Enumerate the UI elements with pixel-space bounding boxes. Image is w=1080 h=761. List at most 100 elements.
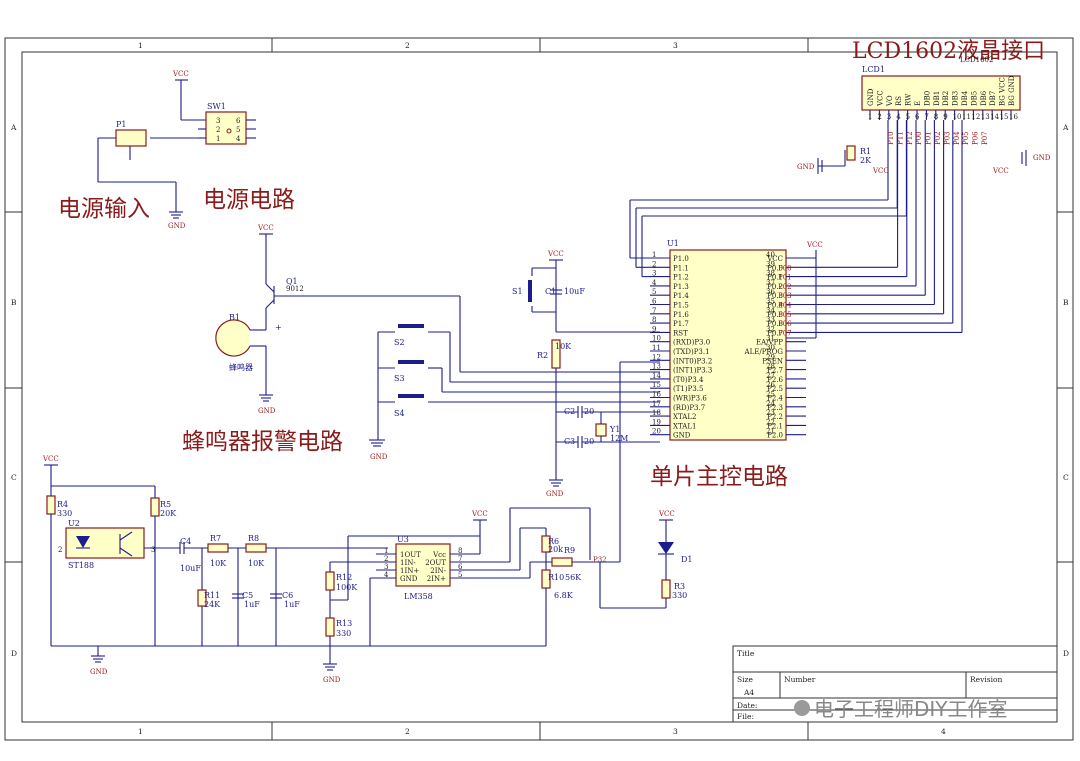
svg-text:3: 3 — [216, 117, 220, 125]
lcd-connector: LCD1 LCD1602 GND1VCC2VO3RS4RW5E6DB07DB18… — [797, 56, 1051, 175]
svg-text:VCC: VCC — [658, 510, 675, 518]
buzzer-label: 蜂鸣器 — [229, 362, 253, 372]
mcu-pin-left: P1.5 — [673, 302, 689, 310]
lcd-pin-number: 12 — [971, 113, 980, 121]
c3-value: 20 — [584, 437, 594, 446]
svg-text:VCC: VCC — [471, 510, 488, 518]
mcu-body — [669, 249, 787, 441]
mcu-pin-left: (TXD)P3.1 — [673, 348, 710, 356]
mcu-pin-number: 5 — [652, 288, 656, 296]
lcd-pin-number: 11 — [962, 113, 971, 121]
u3-pin-right: Vcc — [432, 551, 446, 559]
s1-switch — [528, 280, 532, 302]
mcu-pin-right: P2.5 — [767, 385, 783, 393]
r7-value: 10K — [210, 559, 227, 568]
mcu-pin-number: 3 — [652, 270, 656, 278]
lcd-pin-name: DB0 — [923, 91, 931, 106]
svg-text:VCC: VCC — [257, 224, 274, 232]
mcu-pin-number: 8 — [652, 316, 656, 324]
mcu-pin-left: P1.7 — [673, 320, 689, 328]
mcu-pin-right: P0.1 — [767, 274, 783, 282]
mcu-pin-right: EA/VPP — [756, 339, 783, 347]
lcd-pin-number: 3 — [887, 113, 891, 121]
row-label: A — [1062, 123, 1069, 132]
mcu-pin-number: 15 — [652, 381, 661, 389]
mcu-pin-number: 25 — [766, 391, 775, 399]
lcd-pin-name: DB6 — [980, 90, 988, 106]
lcd-pin-name: DB2 — [942, 91, 950, 106]
r1-value: 2K — [860, 156, 872, 165]
lcd-pin-name: BG GND — [1008, 75, 1016, 106]
size-value: A4 — [743, 688, 754, 697]
mcu-pin-number: 18 — [652, 409, 661, 417]
u2-part: ST188 — [68, 561, 94, 570]
lcd-pin-name: DB7 — [989, 91, 997, 106]
p1-label: P1 — [116, 120, 126, 129]
buzzer-icon — [215, 319, 251, 357]
date-label: Date: — [737, 701, 757, 710]
mcu-pin-left: P1.0 — [673, 255, 689, 263]
mcu-pin-right: PSEN — [762, 357, 783, 365]
c3-label: C3 — [564, 437, 575, 446]
mcu-pin-left: P1.4 — [673, 292, 689, 300]
u2-label: U2 — [68, 519, 80, 528]
svg-text:6: 6 — [236, 117, 241, 125]
c6-value: 1uF — [284, 600, 300, 609]
mcu-pin-number: 4 — [652, 279, 657, 287]
u3-pin-left: 1IN- — [400, 559, 416, 567]
p0-net-label: P03 — [778, 292, 792, 300]
r2-label: R2 — [537, 351, 548, 360]
mcu-pin-right: P0.0 — [767, 264, 783, 272]
r3-value: 330 — [672, 591, 687, 600]
r11-label: R11 — [204, 591, 220, 600]
lcd-pin-name: BG VCC — [999, 77, 1007, 106]
mcu-pin-left: (T0)P3.4 — [673, 376, 704, 384]
mcu-pin-right: P0.6 — [767, 320, 783, 328]
p0-net-label: P01 — [778, 274, 792, 282]
svg-text:5: 5 — [236, 126, 240, 134]
lcd-pin-number: 13 — [981, 113, 990, 121]
u3-pin-number: 5 — [458, 571, 462, 579]
svg-text:GND: GND — [1033, 154, 1051, 162]
u3-pin-left: GND — [400, 575, 418, 583]
mcu-pin-number: 28 — [766, 363, 775, 371]
lcd-pin-number: 4 — [896, 113, 901, 121]
svg-text:4: 4 — [236, 135, 241, 143]
mcu-pin-number: 39 — [766, 260, 775, 268]
lcd-net-label: P07 — [981, 131, 989, 145]
lcd-part-label: LCD1602 — [960, 56, 993, 64]
mcu-pin-left: P1.1 — [673, 264, 689, 272]
col-label: 4 — [941, 727, 946, 736]
r7-resistor — [207, 543, 229, 553]
c2-label: C2 — [564, 407, 575, 416]
svg-text:1: 1 — [216, 135, 220, 143]
r4-label: R4 — [57, 500, 68, 509]
lcd-pin-number: 8 — [934, 113, 938, 121]
mcu-pin-left: P1.3 — [673, 283, 689, 291]
mcu-pin-number: 6 — [652, 298, 657, 306]
svg-text:VCC: VCC — [806, 241, 823, 249]
reset-crystal: VCC S1 C1 10uF R2 10K GND C2 20 C3 20 — [512, 250, 660, 498]
mcu-pin-number: 36 — [766, 288, 775, 296]
col-label: 2 — [405, 727, 410, 736]
mcu-pin-number: 1 — [652, 251, 656, 259]
mcu-pin-number: 9 — [652, 325, 656, 333]
p0-net-label: P05 — [778, 311, 792, 319]
mcu-pin-number: 10 — [652, 335, 661, 343]
s4-label: S4 — [394, 409, 405, 418]
lcd-pin-number: 14 — [990, 113, 999, 121]
c5-label: C5 — [242, 591, 253, 600]
r12-value: 100K — [336, 583, 358, 592]
r13-resistor — [325, 617, 335, 637]
lcd-net-label: P04 — [953, 131, 961, 145]
s3-label: S3 — [394, 374, 405, 383]
lcd-net-label: P12 — [906, 131, 914, 145]
r13-value: 330 — [336, 629, 351, 638]
mcu-pin-left: (RXD)P3.0 — [673, 339, 710, 347]
svg-text:VCC: VCC — [547, 250, 564, 258]
row-label: C — [11, 473, 17, 482]
mcu-pin-right: P0.2 — [767, 283, 783, 291]
p0-net-label: P00 — [778, 264, 792, 272]
row-label: D — [1063, 649, 1069, 658]
